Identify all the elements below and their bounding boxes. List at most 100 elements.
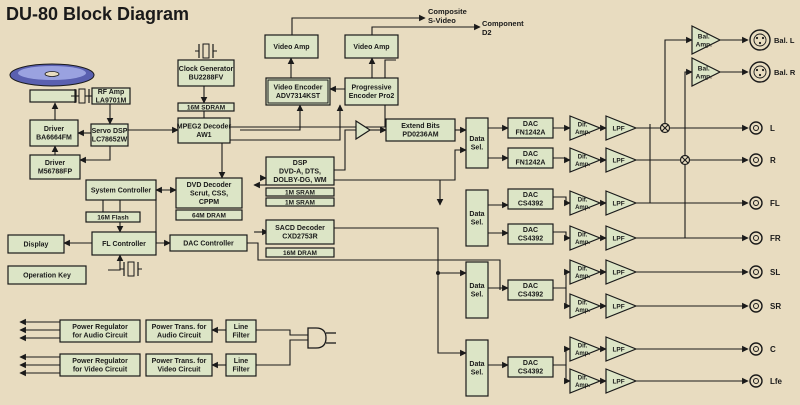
- block-video-amp2: [344, 34, 399, 59]
- video-output-composite-line-2: S-Video: [428, 16, 456, 25]
- block-line-f1-label-line-1: Line: [234, 324, 248, 331]
- diagram-title: DU-80 Block Diagram: [6, 4, 190, 24]
- wire-videoamp2-component: [371, 23, 481, 35]
- balanced-output-2-pin-3-icon: [758, 73, 762, 77]
- lpf-4: [605, 225, 638, 251]
- block-driver2-label-line-2: M56788FP: [38, 169, 73, 176]
- block-datasel1-label-line-2: Sel.: [471, 145, 484, 152]
- balanced-output-1-ring-icon: [753, 33, 767, 47]
- dif-amp-5: [569, 259, 602, 285]
- optical-disc-hole-icon: [44, 71, 60, 77]
- block-driver2-label-line-1: Driver: [45, 160, 66, 167]
- block-dac1-label-line-1: DAC: [523, 121, 538, 128]
- wire-videoamp1-composite: [291, 14, 426, 35]
- block-mpeg2-label-line-2: AW1: [196, 132, 211, 139]
- bal-amp-1: [691, 25, 722, 55]
- block-servo-dsp-label-line-1: Servo DSP: [92, 128, 128, 135]
- bal-amp-2-label-line-2: Amp.: [696, 73, 712, 80]
- block-dac2-label-line-2: FN1242A: [516, 160, 546, 167]
- block-fl-ctrl: [91, 231, 157, 256]
- block-datasel1: [465, 117, 489, 169]
- block-sacd-label-line-2: CXD2753R: [282, 234, 317, 241]
- dif-amp-3: [569, 190, 602, 216]
- block-dac6-label-line-2: CS4392: [518, 369, 543, 376]
- wire-dac-difamp-5: [553, 268, 571, 289]
- dif-amp-7: [569, 336, 602, 362]
- block-dram16-label-line-1: 16M DRAM: [283, 250, 317, 257]
- block-servo-dsp-label-line-2: LC78652W: [92, 137, 128, 144]
- lpf-8: [605, 368, 638, 394]
- lpf-5-label-line-1: LPF: [612, 269, 624, 276]
- dif-amp-4-label-line-1: Dif.: [578, 232, 588, 238]
- pickup-icon: [29, 89, 77, 103]
- dif-amp-5-label-line-1: Dif.: [578, 266, 588, 272]
- output-label-2: R: [770, 156, 776, 165]
- video-output-component-line-2: D2: [482, 28, 492, 37]
- block-video-enc-inner: [267, 79, 329, 104]
- block-datasel4-label-line-1: Data: [469, 361, 484, 368]
- dif-amp-8-label-line-1: Dif.: [578, 375, 588, 381]
- lpf-7: [605, 336, 638, 362]
- output-jack-6-pin-icon: [753, 303, 759, 309]
- wire-dsp-datasel2: [334, 179, 444, 206]
- wire-fl-mix: [636, 124, 651, 204]
- balanced-output-2-xlr-connector-icon: [749, 61, 771, 83]
- wire-opkey-flctrl: [108, 254, 124, 271]
- dif-amp-1-label-line-2: Amp.: [575, 130, 590, 136]
- block-datasel3-label-line-2: Sel.: [471, 292, 484, 299]
- block-datasel4: [465, 339, 489, 397]
- block-rf-amp: [91, 87, 131, 105]
- output-jack-7-connector-icon: [749, 342, 763, 356]
- pickup-lens-crystal-icon: [78, 88, 86, 104]
- block-dsp: [265, 156, 335, 186]
- block-flash16: [85, 211, 141, 223]
- output-jack-3-pin-icon: [753, 200, 759, 206]
- wire-mpeg2-progenc: [230, 104, 344, 141]
- block-driver1-label-line-2: BA6664FM: [36, 135, 72, 142]
- block-pwr-reg-v-label-line-1: Power Regulator: [72, 358, 128, 365]
- block-datasel3: [465, 261, 489, 319]
- block-pwr-trans-v-label-line-2: Video Circuit: [157, 367, 201, 374]
- bal-amp-1-label-line-1: Bal.: [698, 33, 710, 40]
- dif-amp-1-label-line-1: Dif.: [578, 122, 588, 128]
- block-driver2: [29, 154, 81, 180]
- dif-amp-8: [569, 368, 602, 394]
- block-sys-ctrl: [85, 179, 157, 201]
- dif-amp-6-label-line-1: Dif.: [578, 300, 588, 306]
- output-jack-2-connector-icon: [749, 153, 763, 167]
- block-datasel1-label-line-1: Data: [469, 136, 484, 143]
- block-sram2-label-line-1: 1M SRAM: [285, 199, 315, 206]
- block-driver1-label-line-1: Driver: [44, 126, 65, 133]
- power-plug-icon: [307, 327, 327, 349]
- bal-amp-2-label-line-1: Bal.: [698, 65, 710, 72]
- block-display-label-line-1: Display: [24, 241, 49, 248]
- wire-servo-driver2: [79, 146, 111, 164]
- block-video-enc-label-line-1: Video Encoder: [274, 85, 323, 92]
- block-sacd: [265, 219, 335, 245]
- lpf-2: [605, 147, 638, 173]
- output-label-6: SR: [770, 302, 781, 311]
- block-datasel2: [465, 189, 489, 247]
- block-dac5-label-line-2: CS4392: [518, 292, 543, 299]
- block-prog-enc-label-line-2: Encoder Pro2: [349, 93, 395, 100]
- lpf-7-label-line-1: LPF: [612, 346, 624, 353]
- lpf-6: [605, 293, 638, 319]
- lpf-2-label-line-1: LPF: [612, 157, 624, 164]
- lpf-1: [605, 115, 638, 141]
- wire-dac-difamp-3: [553, 196, 571, 207]
- balanced-output-1-pin-1-icon: [755, 36, 759, 40]
- wire-sacd-datasel4: [437, 273, 467, 357]
- dif-amp-5-label-line-2: Amp.: [575, 274, 590, 280]
- output-label-8: Lfe: [770, 377, 783, 386]
- wire-dacctrl-bus: [247, 242, 501, 290]
- wire-mixer1-balamp: [664, 36, 693, 124]
- block-sys-ctrl-label-line-1: System Controller: [91, 187, 152, 194]
- dif-amp-4-label-line-2: Amp.: [575, 240, 590, 246]
- block-pwr-reg-a-label-line-1: Power Regulator: [72, 324, 128, 331]
- block-dac2: [507, 147, 554, 169]
- block-sdram16-label-line-1: 16M SDRAM: [187, 104, 225, 111]
- wire-mixer2-balamp: [684, 68, 693, 156]
- output-jack-6-connector-icon: [749, 299, 763, 313]
- balanced-output-1-pin-2-icon: [761, 36, 765, 40]
- block-flash16-label-line-1: 16M Flash: [97, 214, 128, 221]
